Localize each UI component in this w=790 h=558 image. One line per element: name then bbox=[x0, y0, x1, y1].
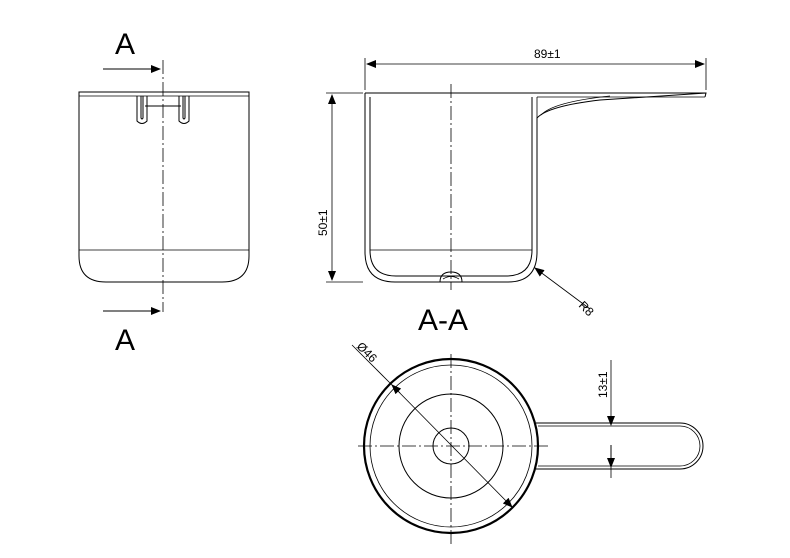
section-marker-top: A bbox=[115, 28, 135, 61]
section-view: 89±1 50±1 R8 A-A bbox=[316, 47, 707, 337]
section-marker-bottom: A bbox=[115, 324, 135, 357]
section-title: A-A bbox=[418, 304, 468, 337]
dim-height-label: 50±1 bbox=[316, 209, 330, 236]
dim-diameter-label: Ø46 bbox=[354, 339, 380, 365]
top-view: Ø46 13±1 bbox=[351, 339, 704, 545]
front-view: A A bbox=[78, 28, 250, 357]
dim-width-label: 89±1 bbox=[534, 47, 561, 61]
dim-handle-width-label: 13±1 bbox=[596, 371, 610, 398]
dim-radius-label: R8 bbox=[576, 298, 597, 319]
